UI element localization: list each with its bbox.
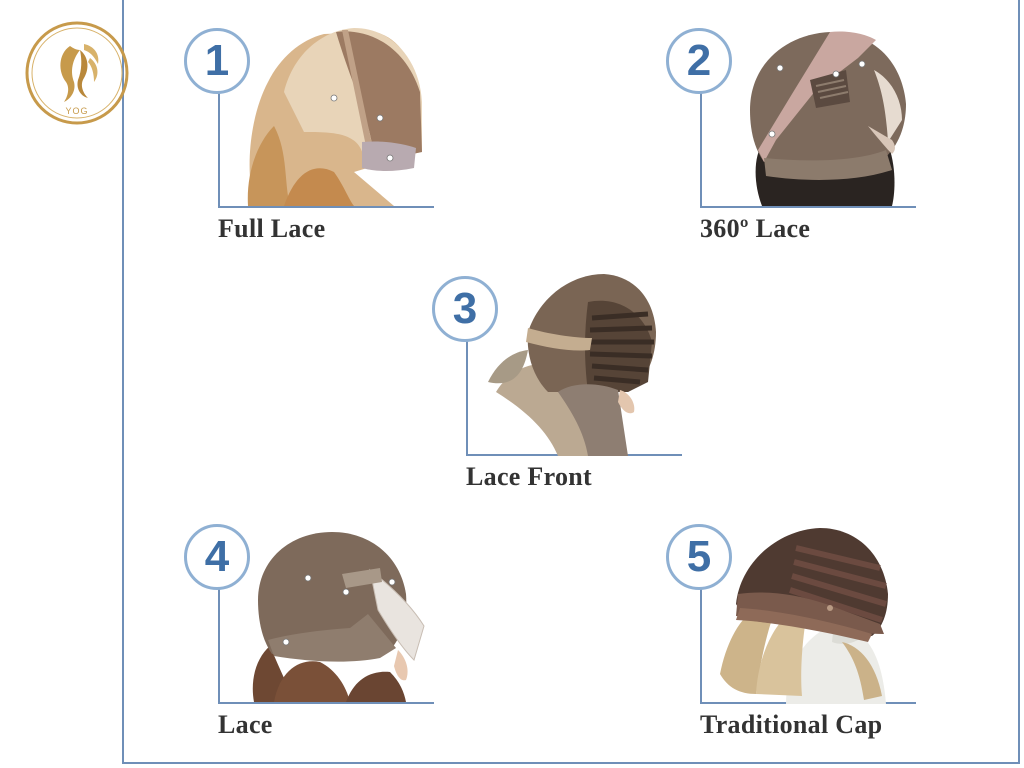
wig-label: Traditional Cap bbox=[700, 710, 883, 739]
brand-logo: YOG bbox=[24, 20, 130, 126]
baseline bbox=[700, 206, 916, 208]
number-badge: 5 bbox=[666, 524, 732, 590]
connector-line bbox=[218, 588, 220, 704]
number-badge: 2 bbox=[666, 28, 732, 94]
lace-front-wig-cap-image bbox=[488, 274, 656, 456]
number-badge: 4 bbox=[184, 524, 250, 590]
wig-label: 360º Lace bbox=[700, 214, 811, 243]
number-badge: 3 bbox=[432, 276, 498, 342]
connector-line bbox=[466, 340, 468, 456]
wig-label: Lace bbox=[218, 710, 273, 739]
connector-line bbox=[700, 588, 702, 704]
number-badge: 1 bbox=[184, 28, 250, 94]
connector-line bbox=[218, 92, 220, 208]
360-lace-wig-cap-image bbox=[750, 31, 906, 206]
baseline bbox=[218, 206, 434, 208]
lace-wig-cap-image bbox=[252, 532, 425, 702]
traditional-cap-wig-image bbox=[720, 528, 888, 704]
wig-label: Full Lace bbox=[218, 214, 326, 243]
content-frame bbox=[122, 0, 1020, 764]
woman-silhouette-logo-icon bbox=[25, 21, 129, 125]
full-lace-wig-cap-image bbox=[247, 28, 422, 206]
logo-text: YOG bbox=[65, 106, 89, 116]
baseline bbox=[218, 702, 434, 704]
connector-line bbox=[700, 92, 702, 208]
wig-label: Lace Front bbox=[466, 462, 592, 491]
